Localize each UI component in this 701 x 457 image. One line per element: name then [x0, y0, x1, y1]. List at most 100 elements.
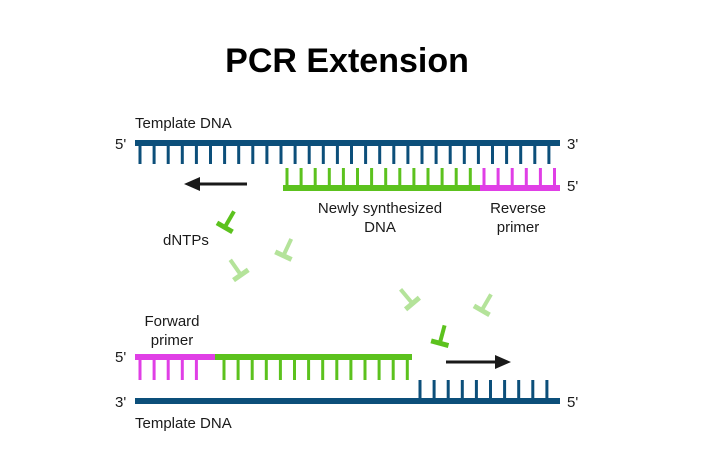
primer-base	[538, 168, 542, 185]
new-dna-base	[377, 360, 381, 380]
new-dna-base	[363, 360, 367, 380]
new-dna-label-line1: Newly synthesized	[318, 200, 442, 217]
bottom-template-label: Template DNA	[135, 415, 232, 432]
top-template-backbone	[135, 140, 560, 146]
top-left-end-label: 5'	[115, 136, 126, 153]
forward-primer-backbone	[135, 354, 215, 360]
template-base	[251, 146, 255, 164]
template-base	[420, 146, 424, 164]
template-base	[434, 146, 438, 164]
new-dna-base	[426, 168, 430, 185]
reverse-primer-backbone	[480, 185, 560, 191]
template-base	[460, 380, 464, 398]
bottom-left-end-label: 3'	[115, 394, 126, 411]
bottom-primer-end-label: 5'	[115, 349, 126, 366]
template-base	[474, 380, 478, 398]
template-base	[519, 146, 523, 164]
forward-primer-label-line2: primer	[151, 332, 194, 349]
template-base	[209, 146, 212, 164]
template-base	[489, 380, 492, 398]
template-base	[279, 146, 283, 164]
template-base	[237, 146, 241, 164]
dntps-label: dNTPs	[163, 232, 209, 249]
template-base	[448, 146, 452, 164]
arrow-left-icon	[184, 177, 247, 191]
new-dna-base	[264, 360, 268, 380]
new-dna-base	[391, 360, 395, 380]
primer-base	[496, 168, 500, 185]
bottom-template-backbone	[135, 398, 560, 404]
arrow-right-icon	[446, 355, 511, 369]
template-base	[166, 146, 170, 164]
top-primer-end-label: 5'	[567, 178, 578, 195]
template-base	[418, 380, 422, 398]
new-dna-base	[335, 360, 339, 380]
template-base	[350, 146, 353, 164]
dntps	[215, 210, 493, 348]
template-base	[138, 146, 142, 164]
template-base	[533, 146, 537, 164]
template-base	[432, 380, 436, 398]
template-base	[491, 146, 494, 164]
template-base	[531, 380, 535, 398]
primer-base	[524, 168, 528, 185]
forward-primer	[135, 354, 215, 380]
forward-primer-bases	[138, 360, 198, 380]
dntp-icon	[472, 293, 493, 318]
primer-base	[166, 360, 170, 380]
primer-base	[553, 168, 556, 185]
dntp-icon	[215, 210, 236, 235]
reverse-primer-bases	[482, 168, 556, 185]
template-base	[505, 146, 509, 164]
new-dna-base	[313, 168, 317, 185]
reverse-primer-label-line2: primer	[497, 219, 540, 236]
template-base	[293, 146, 297, 164]
new-dna-base	[321, 360, 325, 380]
top-right-end-label: 3'	[567, 136, 578, 153]
template-base	[476, 146, 480, 164]
template-base	[406, 146, 410, 164]
dntp-icon	[399, 288, 421, 312]
dntp-icon	[228, 258, 250, 283]
top-new-dna-backbone	[283, 185, 480, 191]
template-base	[335, 146, 339, 164]
template-base	[194, 146, 198, 164]
bottom-new-dna-backbone	[215, 354, 412, 360]
bottom-template-strand	[135, 380, 560, 404]
new-dna-base	[285, 168, 289, 185]
template-base	[364, 146, 368, 164]
new-dna-base	[341, 168, 345, 185]
bottom-new-dna	[215, 354, 412, 380]
new-dna-base	[454, 168, 458, 185]
template-base	[392, 146, 396, 164]
new-dna-base	[293, 360, 296, 380]
bottom-template-bases	[418, 380, 549, 398]
top-template-label: Template DNA	[135, 115, 232, 132]
new-dna-base	[278, 360, 282, 380]
new-dna-base	[356, 168, 359, 185]
primer-base	[180, 360, 184, 380]
template-base	[378, 146, 382, 164]
template-base	[321, 146, 325, 164]
new-dna-base	[349, 360, 353, 380]
top-new-dna	[283, 168, 480, 191]
new-dna-base	[307, 360, 311, 380]
reverse-primer-label-line1: Reverse	[490, 200, 546, 217]
top-template-strand	[135, 140, 560, 164]
top-new-dna-bases	[285, 168, 472, 185]
primer-base	[194, 360, 198, 380]
template-base	[545, 380, 549, 398]
new-dna-label-line2: DNA	[364, 219, 396, 236]
dntp-icon	[274, 238, 294, 262]
new-dna-base	[327, 168, 331, 185]
dntp-icon	[430, 324, 450, 348]
new-dna-base	[222, 360, 226, 380]
template-base	[503, 380, 507, 398]
template-base	[152, 146, 156, 164]
template-base	[446, 380, 450, 398]
bottom-new-dna-bases	[222, 360, 409, 380]
template-base	[265, 146, 269, 164]
new-dna-base	[398, 168, 402, 185]
new-dna-base	[412, 168, 416, 185]
